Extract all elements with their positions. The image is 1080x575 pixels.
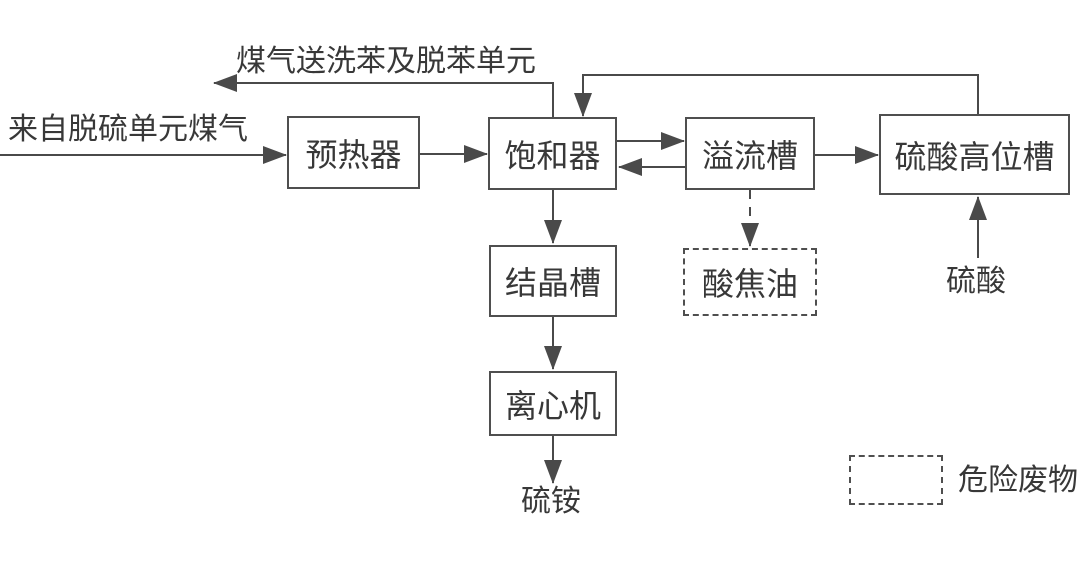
node-overflow-tank-label: 溢流槽 (701, 137, 798, 174)
node-acid-tar-label: 酸焦油 (701, 266, 798, 302)
node-crystallizer-label: 结晶槽 (504, 265, 601, 301)
gas-to-benzene-unit-label: 煤气送洗苯及脱苯单元 (236, 45, 536, 78)
node-centrifuge-label: 离心机 (504, 387, 601, 424)
connector-acid-tank-to-saturator (574, 74, 979, 117)
feed-gas-label: 来自脱硫单元煤气 (8, 113, 248, 146)
node-preheater: 预热器 (287, 116, 420, 189)
sulfuric-acid-label: 硫酸 (946, 265, 1006, 298)
node-saturator-label: 饱和器 (504, 137, 601, 174)
node-saturator: 饱和器 (488, 117, 617, 190)
node-centrifuge: 离心机 (489, 371, 617, 436)
node-crystallizer: 结晶槽 (489, 245, 617, 317)
legend-hazardous-waste-label: 危险废物 (958, 464, 1078, 497)
connector-saturator-gas-out (213, 74, 554, 117)
node-acid-head-tank-label: 硫酸高位槽 (894, 138, 1055, 175)
node-preheater-label: 预热器 (305, 136, 402, 173)
node-overflow-tank: 溢流槽 (685, 117, 815, 190)
legend-hazardous-waste-box (849, 455, 943, 505)
node-acid-tar: 酸焦油 (683, 248, 817, 316)
ammonium-sulfate-label: 硫铵 (521, 485, 581, 518)
node-acid-head-tank: 硫酸高位槽 (879, 114, 1070, 195)
